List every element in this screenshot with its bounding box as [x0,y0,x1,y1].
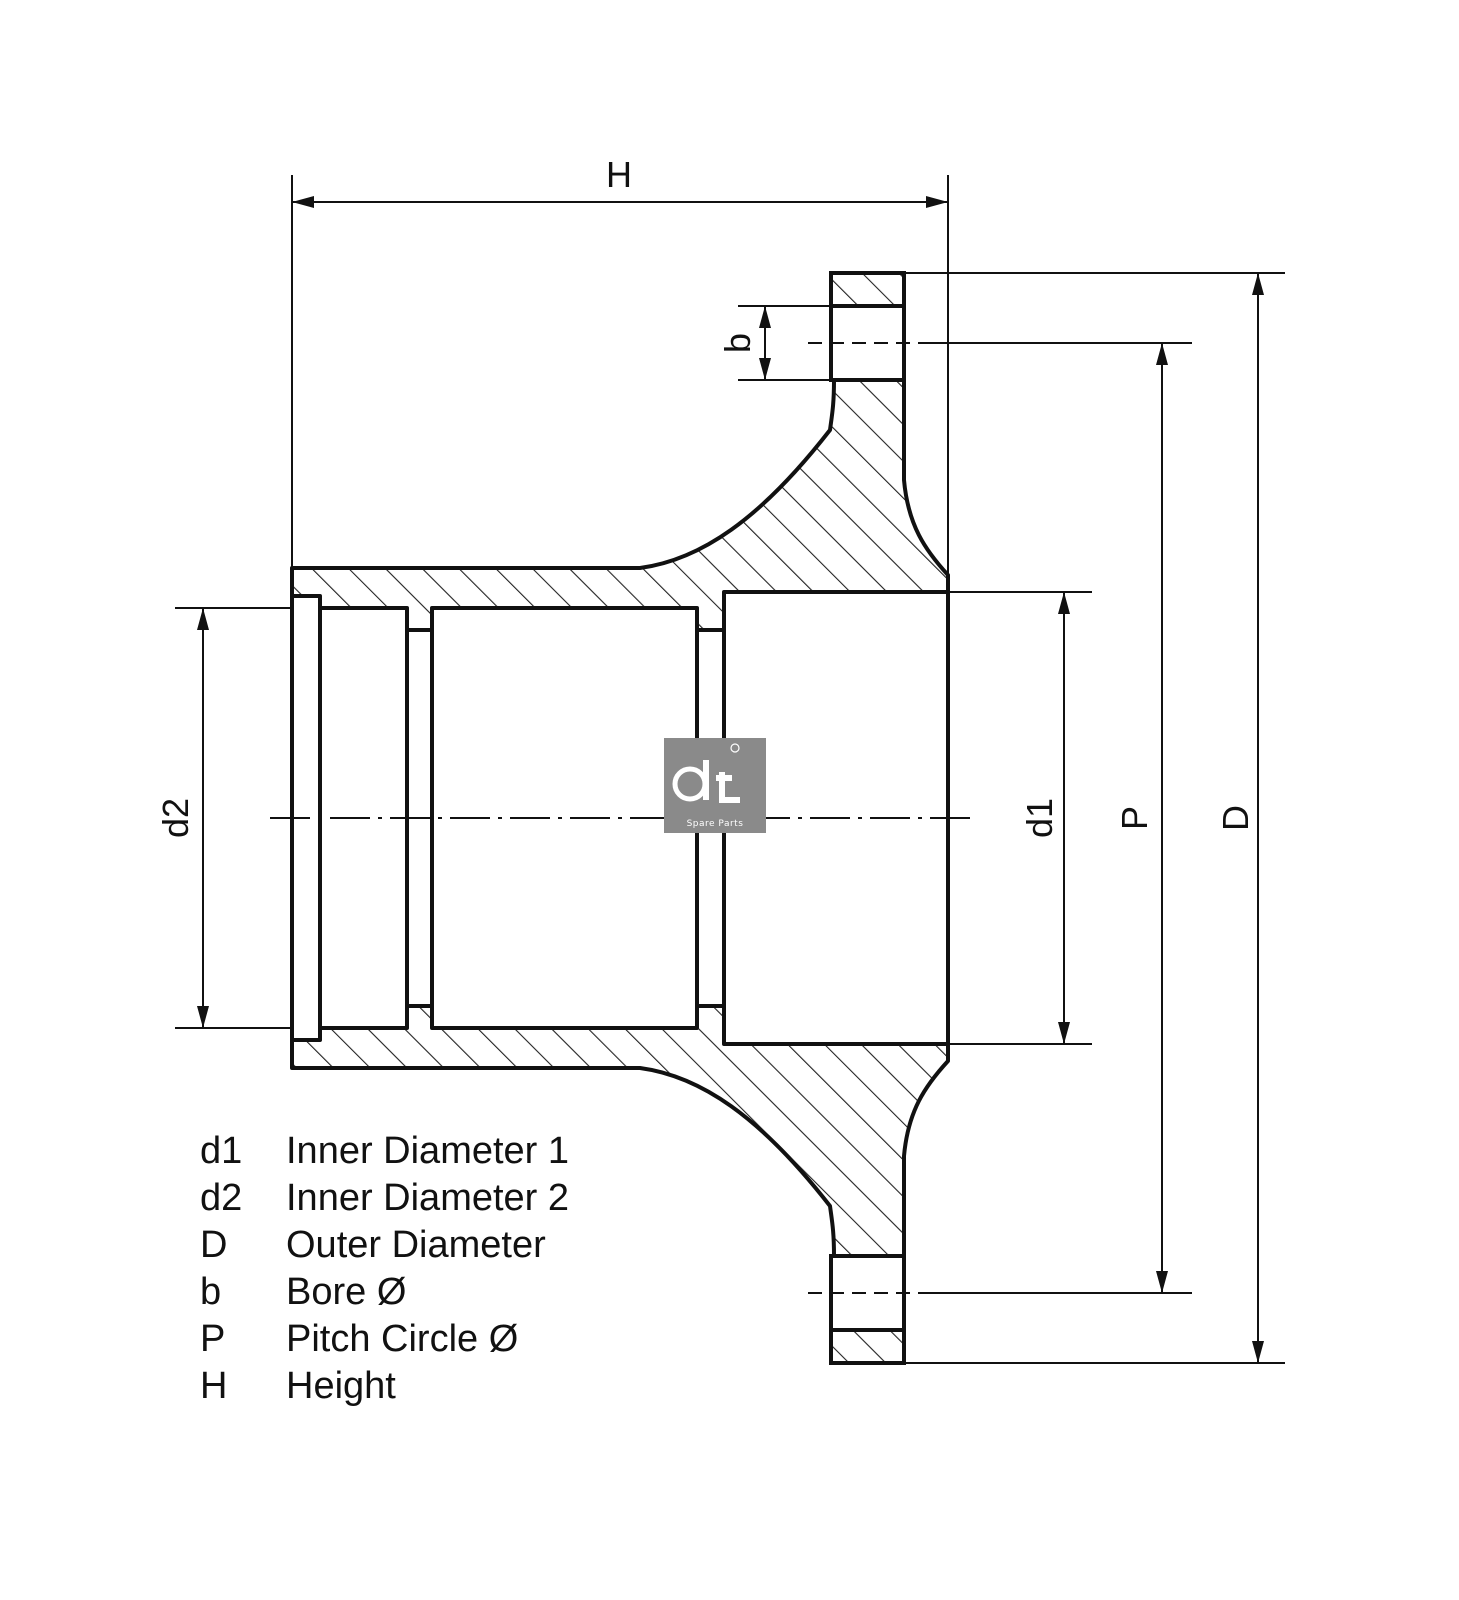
dim-label-d1: d1 [1019,798,1060,838]
extension-lines [175,175,1285,1364]
dt-spare-parts-logo-icon: Spare Parts [664,738,766,833]
dim-label-P: P [1114,806,1155,830]
flange-ear-top [829,271,906,308]
dimension-lines [197,196,1264,1363]
legend-row: b Bore Ø [200,1269,569,1316]
legend-label: Inner Diameter 2 [286,1177,570,1219]
legend-key: D [200,1224,228,1266]
legend-label: Pitch Circle Ø [286,1318,519,1360]
legend-label: Inner Diameter 1 [286,1130,570,1172]
dim-label-D: D [1215,805,1256,831]
legend-row: d1 Inner Diameter 1 [200,1128,569,1175]
dim-label-H: H [606,154,632,195]
legend-row: P Pitch Circle Ø [200,1316,569,1363]
legend-key: H [200,1365,228,1407]
flange-ear-bottom [829,1328,906,1365]
legend-row: d2 Inner Diameter 2 [200,1175,569,1222]
legend: d1 Inner Diameter 1 d2 Inner Diameter 2 … [200,1128,569,1410]
legend-key: d1 [200,1130,243,1172]
section-upper [290,378,950,632]
legend-label: Bore Ø [286,1271,407,1313]
legend-label: Outer Diameter [286,1224,546,1266]
legend-key: d2 [200,1177,243,1219]
legend-key: P [200,1318,226,1360]
dim-label-d2: d2 [155,798,196,838]
logo-caption: Spare Parts [687,819,744,829]
dim-label-b: b [717,333,758,353]
legend-key: b [200,1271,222,1313]
legend-row: H Height [200,1363,569,1410]
legend-label: Height [286,1365,396,1407]
legend-row: D Outer Diameter [200,1222,569,1269]
